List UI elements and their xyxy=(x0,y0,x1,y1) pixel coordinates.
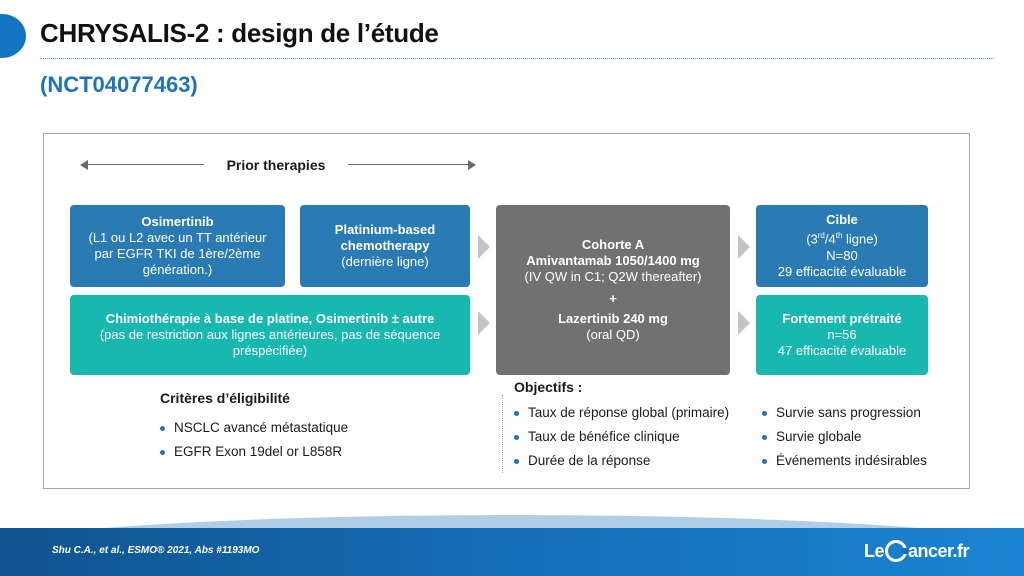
objective-item: Taux de réponse global (primaire) xyxy=(514,401,729,425)
lazertinib-dose: Lazertinib 240 mg xyxy=(558,311,668,326)
criteria-item: EGFR Exon 19del or L858R xyxy=(160,440,348,464)
cible-box: Cible (3rd/4th ligne) N=80 29 efficacité… xyxy=(756,205,928,287)
osimertinib-box: Osimertinib (L1 ou L2 avec un TT antérie… xyxy=(70,205,285,287)
chimiotherapie-body: (pas de restriction aux lignes antérieur… xyxy=(99,327,441,358)
prior-therapies-label: Prior therapies xyxy=(226,157,326,173)
cible-line: (3rd/4th ligne) xyxy=(806,231,878,247)
chevron-right-icon xyxy=(478,311,490,335)
criteria-list: NSCLC avancé métastatique EGFR Exon 19de… xyxy=(160,416,348,464)
objective-item: Survie globale xyxy=(762,425,927,449)
criteria-title: Critères d’éligibilité xyxy=(160,390,290,406)
chimiotherapie-title: Chimiothérapie à base de platine, Osimer… xyxy=(105,311,435,326)
osimertinib-body: (L1 ou L2 avec un TT antérieur par EGFR … xyxy=(88,230,267,277)
objective-item: Taux de bénéfice clinique xyxy=(514,425,729,449)
footer-bar xyxy=(0,528,1024,576)
plus-sign: + xyxy=(609,291,617,306)
objective-item: Survie sans progression xyxy=(762,401,927,425)
chevron-right-icon xyxy=(478,235,490,259)
chevron-right-icon xyxy=(738,235,750,259)
arrow-line-right xyxy=(348,164,472,165)
criteria-item: NSCLC avancé métastatique xyxy=(160,416,348,440)
title-divider xyxy=(40,58,994,59)
arrow-right-icon xyxy=(468,160,476,170)
objective-item: Événements indésirables xyxy=(762,449,927,473)
lecancer-logo: Le ancer.fr xyxy=(864,540,970,562)
arrow-left-icon xyxy=(80,160,88,170)
platinium-box: Platinium-based chemotherapy (dernière l… xyxy=(300,205,470,287)
platinium-title: Platinium-based chemotherapy xyxy=(334,222,436,253)
osimertinib-title: Osimertinib xyxy=(141,214,214,229)
chevron-right-icon xyxy=(738,311,750,335)
objectives-list-1: Taux de réponse global (primaire) Taux d… xyxy=(514,401,729,473)
cible-n: N=80 xyxy=(826,247,858,263)
lazertinib-schedule: (oral QD) xyxy=(586,327,640,342)
amivantamab-schedule: (IV QW in C1; Q2W thereafter) xyxy=(524,269,702,284)
objective-item: Durée de la réponse xyxy=(514,449,729,473)
arrow-line-left xyxy=(84,164,204,165)
page-title: CHRYSALIS-2 : design de l’étude xyxy=(40,18,439,48)
fortement-title: Fortement prétraité xyxy=(782,311,902,326)
chimiotherapie-box: Chimiothérapie à base de platine, Osimer… xyxy=(70,295,470,375)
page-subtitle: (NCT04077463) xyxy=(40,72,198,97)
objectives-divider xyxy=(502,395,503,473)
fortement-n: n=56 xyxy=(827,327,857,342)
fortement-eval: 47 efficacité évaluable xyxy=(777,343,907,358)
objectives-list-2: Survie sans progression Survie globale É… xyxy=(762,401,927,473)
logo-c-icon xyxy=(885,540,909,562)
corner-tab-decoration xyxy=(0,14,26,58)
citation: Shu C.A., et al., ESMO® 2021, Abs #1193M… xyxy=(52,545,260,556)
cohort-name: Cohorte A xyxy=(581,237,645,252)
cible-eval: 29 efficacité évaluable xyxy=(777,263,907,279)
prior-therapies-arrow: Prior therapies xyxy=(80,157,476,173)
fortement-box: Fortement prétraité n=56 47 efficacité é… xyxy=(756,295,928,375)
amivantamab-dose: Amivantamab 1050/1400 mg xyxy=(526,253,700,268)
objectives-title: Objectifs : xyxy=(514,379,583,395)
cible-title: Cible xyxy=(826,212,858,228)
cohort-a-box: Cohorte A Amivantamab 1050/1400 mg (IV Q… xyxy=(496,205,730,375)
platinium-body: (dernière ligne) xyxy=(341,254,429,269)
